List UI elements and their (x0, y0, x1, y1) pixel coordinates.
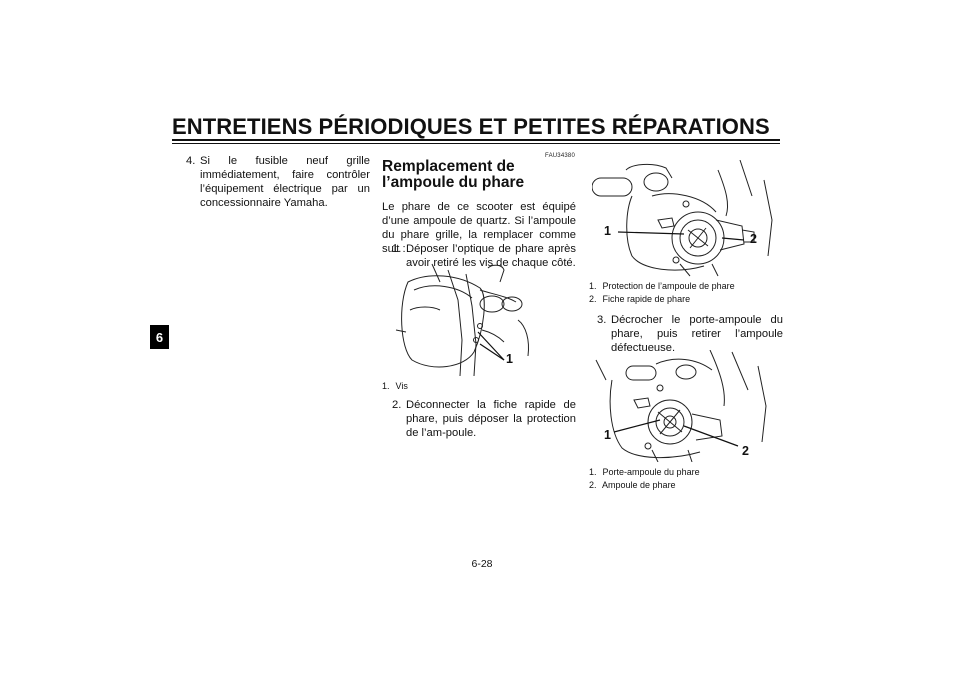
figure-bulb-holder: 1 2 (592, 350, 780, 462)
caption-text: Porte-ampoule du phare (602, 467, 700, 477)
caption-number: 2. (589, 480, 597, 490)
figure-callout-1: 1 (604, 428, 611, 442)
step-text: Déposer l’optique de phare après avoir r… (406, 243, 576, 269)
step-text: Décrocher le porte-ampoule du phare, pui… (611, 314, 783, 354)
section-heading: Remplacement de l’ampoule du phare (382, 158, 525, 191)
figure-callout-2: 2 (742, 444, 749, 458)
caption-text: Vis (395, 381, 408, 391)
step-2: 2. Déconnecter la fiche rapide de phare,… (392, 398, 576, 442)
page-number: 6-28 (471, 558, 493, 570)
figure-caption: 2. Ampoule de phare (589, 479, 676, 491)
caption-text: Ampoule de phare (602, 480, 676, 490)
caption-number: 1. (589, 467, 597, 477)
figure-bulb-cover-coupler: 1 2 (592, 160, 780, 280)
step-number: 1. (392, 243, 402, 255)
figure-caption: 2. Fiche rapide de phare (589, 293, 690, 305)
reference-code: FAU34380 (545, 153, 575, 159)
page-title: ENTRETIENS PÉRIODIQUES ET PETITES RÉPARA… (172, 114, 770, 139)
caption-text: Fiche rapide de phare (602, 294, 691, 304)
step-3: 3. Décrocher le porte-ampoule du phare, … (597, 313, 783, 354)
step-number: 2. (392, 399, 402, 411)
caption-number: 1. (589, 281, 597, 291)
caption-text: Protection de l’ampoule de phare (602, 281, 735, 291)
header-rule-thin (172, 143, 780, 144)
caption-number: 2. (589, 294, 597, 304)
figure-caption: 1. Vis (382, 380, 408, 392)
figure-headlight-lens-screws: 1 (388, 260, 548, 378)
figure-callout-2: 2 (750, 232, 757, 246)
step-text: Si le fusible neuf grille immédiatement,… (200, 155, 370, 209)
header-rule (172, 139, 780, 141)
chapter-tab: 6 (150, 325, 169, 349)
intro-paragraph: Le phare de ce scooter est équipé d’une … (382, 201, 576, 255)
step-4: 4. Si le fusible neuf grille immédiateme… (186, 154, 370, 209)
step-number: 4. (186, 155, 196, 167)
bulb-cover-illustration (592, 160, 773, 277)
bulb-holder-illustration (595, 350, 767, 462)
figure-caption: 1. Protection de l’ampoule de phare (589, 280, 735, 292)
step-number: 3. (597, 314, 607, 326)
step-text: Déconnecter la fiche rapide de phare, pu… (406, 399, 576, 439)
step-1: 1. Déposer l’optique de phare après avoi… (392, 242, 576, 272)
caption-number: 1. (382, 381, 390, 391)
figure-callout: 1 (506, 352, 513, 366)
figure-caption: 1. Porte-ampoule du phare (589, 466, 700, 478)
chapter-number: 6 (155, 329, 164, 345)
headlight-lens-illustration (395, 263, 529, 377)
figure-callout-1: 1 (604, 224, 611, 238)
